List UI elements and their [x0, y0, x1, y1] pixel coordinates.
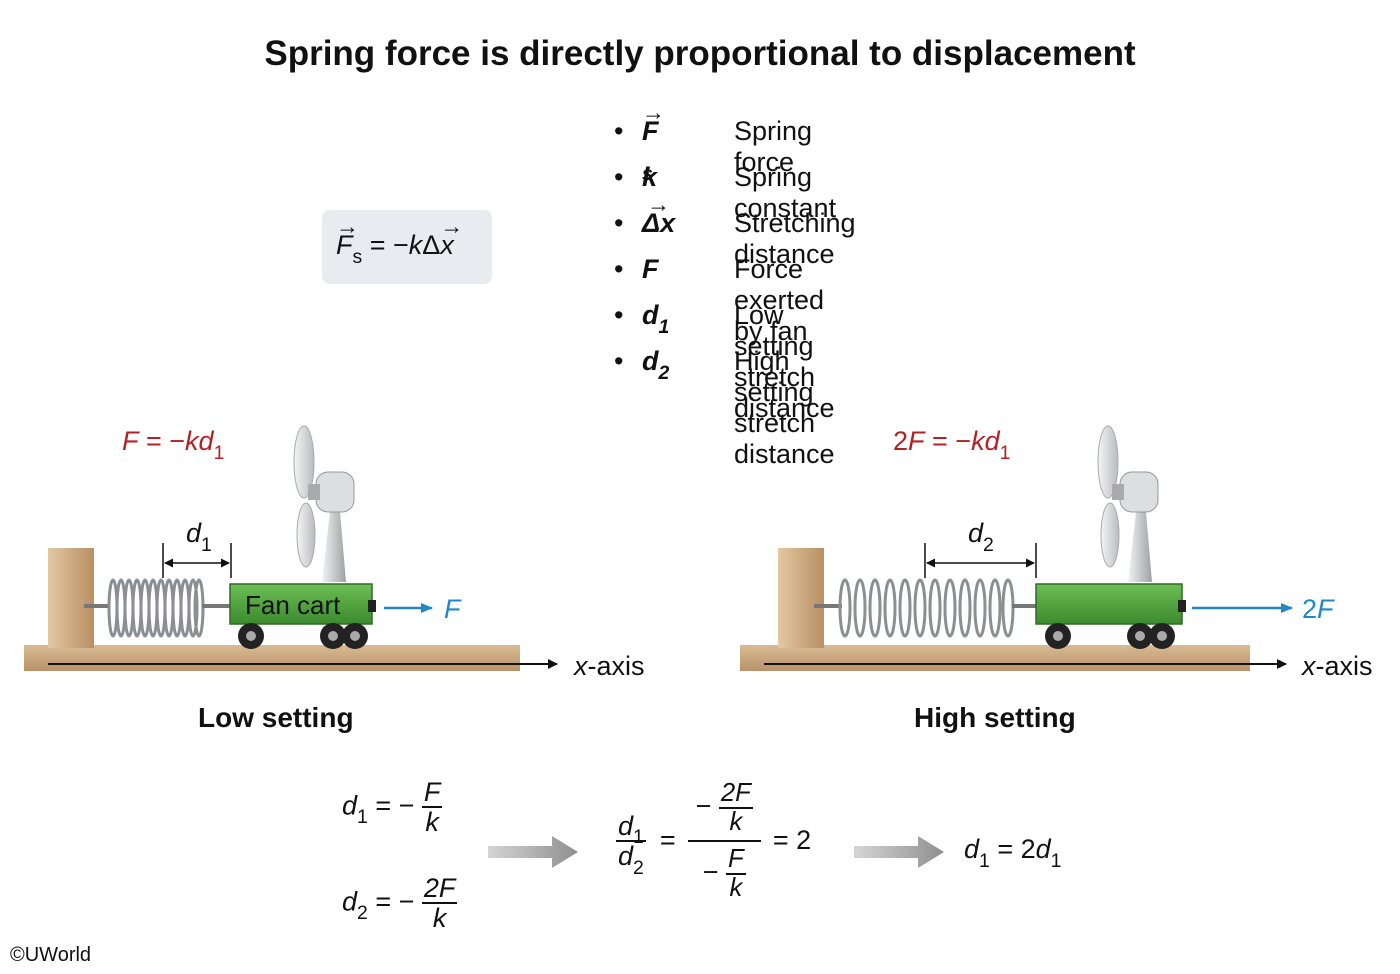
- copyright-label: ©UWorld: [10, 944, 92, 966]
- wall-post: [48, 548, 94, 648]
- fan: [1097, 425, 1159, 582]
- spring-force-formula-box: Fs = −kΔx: [322, 210, 492, 284]
- wheels: [1045, 623, 1175, 649]
- high-axis-label: x-axis: [1302, 651, 1373, 681]
- high-caption: High setting: [914, 702, 1076, 733]
- wall-post: [778, 548, 824, 648]
- spring-coil: [838, 578, 1015, 638]
- result-equation: d1 = 2d1: [964, 834, 1062, 872]
- page-title: Spring force is directly proportional to…: [264, 34, 1136, 73]
- gray-arrow: [488, 836, 578, 868]
- low-caption: Low setting: [198, 702, 354, 733]
- high-d-label: d2: [968, 518, 994, 556]
- fan: [293, 425, 355, 582]
- spring-coil: [107, 578, 205, 638]
- high-setting-diagram: [740, 425, 1293, 671]
- base-board: [740, 645, 1250, 671]
- cart-body: [1035, 583, 1183, 625]
- high-force-label: 2F: [1302, 594, 1334, 624]
- spring-force-formula: Fs = −kΔx: [336, 213, 454, 267]
- low-axis-label: x-axis: [574, 651, 645, 681]
- low-equation: F = −kd1: [122, 426, 225, 464]
- low-setting-diagram: [24, 425, 558, 671]
- wheels: [238, 623, 368, 649]
- low-d-label: d1: [186, 518, 212, 556]
- high-equation: 2F = −kd1: [893, 426, 1011, 464]
- cart-label: Fan cart: [245, 590, 341, 620]
- gray-arrow: [854, 836, 944, 868]
- low-force-label: F: [444, 594, 461, 624]
- base-board: [24, 645, 520, 671]
